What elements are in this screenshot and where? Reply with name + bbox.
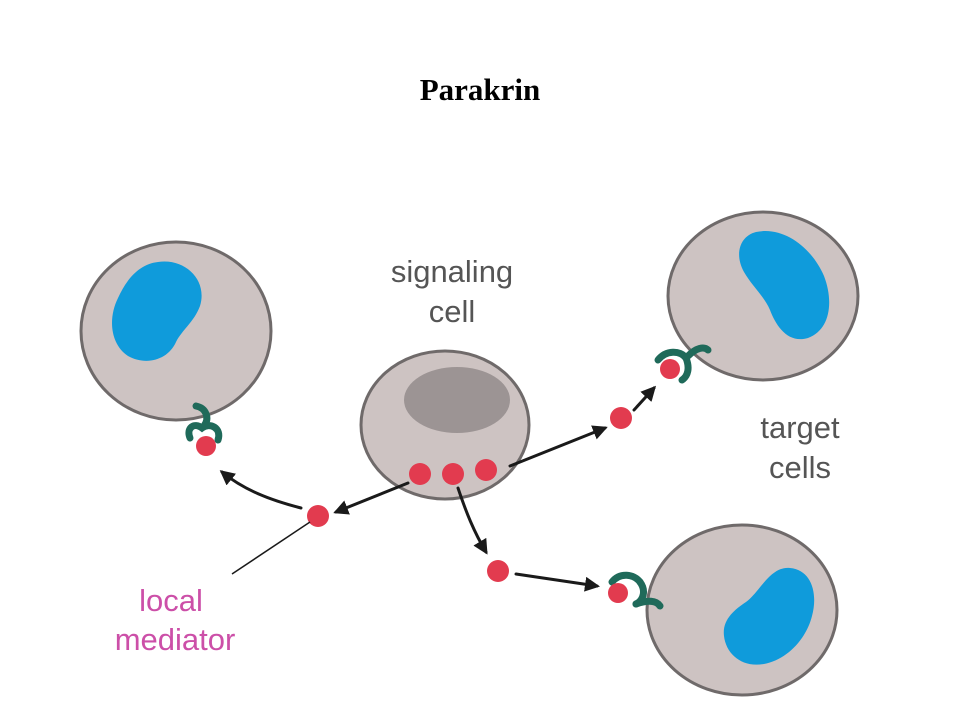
mediator-molecule-icon [475,459,497,481]
mediator-molecule-icon [487,560,509,582]
receptor-icon [684,344,712,360]
target-cells-label-line2: cells [769,450,831,485]
arrow-icon [508,425,608,468]
slide-title: Parakrin [419,72,541,107]
mediator-molecule-icon [608,583,628,603]
arrow-icon [456,486,488,555]
target-cell-bottom-right [645,523,839,697]
receptor-icon [608,571,644,586]
label-leader-line [231,521,311,575]
mediator-molecule-icon [610,407,632,429]
target-cell-top-left [79,240,273,422]
signaling-cell [359,349,531,501]
local-mediator-label-line2: mediator [115,622,236,657]
arrow-icon [632,385,657,412]
receptor-icon [654,348,690,364]
signaling-cell-label-line1: signaling [391,254,513,289]
receptor-top-left [185,402,223,456]
receptor-icon [185,422,223,444]
arrow-icon [333,481,410,515]
arrow-icon [219,470,303,510]
local-mediator-label-line1: local [139,583,203,618]
mediator-molecule-icon [442,463,464,485]
receptor-top-right [654,344,712,384]
receptor-bottom-right [608,571,664,610]
mediator-molecule-icon [409,463,431,485]
target-nucleus [723,567,815,665]
signaling-cell-label-line2: cell [429,294,476,329]
receptor-icon [678,354,692,384]
arrow-icon [514,572,600,592]
mediator-molecule-icon [196,436,216,456]
mediator-molecule-icon [660,359,680,379]
target-nucleus [112,261,202,361]
target-nucleus [739,231,830,340]
target-cells-label-line1: target [760,410,840,445]
mediator-molecule-icon [307,505,329,527]
target-cell-top-right [666,210,860,382]
receptor-icon [632,597,664,610]
signaling-nucleus [404,367,510,433]
